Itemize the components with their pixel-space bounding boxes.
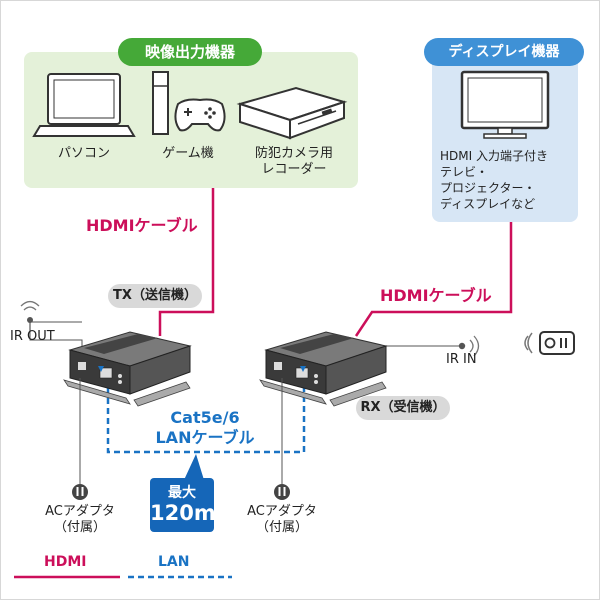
rx-label: RX（受信機） bbox=[356, 396, 450, 420]
rx-device bbox=[259, 331, 388, 407]
ac-adapter-left-line1: ACアダプタ bbox=[45, 504, 115, 519]
lan-cable-label-line2: LANケーブル bbox=[155, 428, 255, 447]
hdmi-cable-source-to-tx bbox=[158, 188, 215, 336]
legend-hdmi-label: HDMI bbox=[44, 554, 87, 570]
tx-device bbox=[63, 331, 192, 407]
ir-out-label: IR OUT bbox=[10, 329, 55, 344]
lan-cable bbox=[106, 378, 306, 454]
ac-adapter-left-line2: （付属） bbox=[53, 520, 106, 535]
hdmi-cable-label-right: HDMIケーブル bbox=[380, 286, 492, 305]
recorder-label-line1: 防犯カメラ用 bbox=[254, 146, 333, 161]
game-console-label: ゲーム機 bbox=[162, 146, 214, 161]
distance-callout bbox=[150, 454, 214, 532]
remote-control-icon bbox=[524, 331, 575, 355]
recorder-icon bbox=[236, 86, 348, 140]
display-devices-line3: プロジェクター・ bbox=[440, 181, 536, 195]
recorder-label-line2: レコーダー bbox=[261, 162, 327, 177]
legend-lan-label: LAN bbox=[158, 554, 190, 570]
ac-adapter-right-line2: （付属） bbox=[255, 520, 308, 535]
display-devices-title: ディスプレイ機器 bbox=[424, 38, 584, 66]
laptop-icon bbox=[32, 73, 136, 137]
game-console-icon bbox=[152, 71, 226, 135]
ac-adapter-plug-left-icon bbox=[72, 484, 88, 500]
display-devices-line1: HDMI 入力端子付き bbox=[440, 149, 548, 163]
ac-adapter-plug-right-icon bbox=[274, 484, 290, 500]
display-devices-line2: テレビ・ bbox=[440, 165, 489, 179]
display-devices-line4: ディスプレイなど bbox=[440, 197, 536, 211]
distance-label-top: 最大 bbox=[168, 485, 196, 501]
distance-label-bottom: 120m bbox=[150, 501, 216, 525]
ac-adapter-right-line1: ACアダプタ bbox=[247, 504, 317, 519]
source-devices-title: 映像出力機器 bbox=[118, 38, 262, 66]
ir-in-label: IR IN bbox=[446, 352, 477, 367]
tx-label: TX（送信機） bbox=[108, 284, 202, 308]
hdmi-cable-label-top: HDMIケーブル bbox=[86, 216, 198, 235]
monitor-icon bbox=[460, 70, 550, 139]
lan-cable-label-line1: Cat5e/6 bbox=[170, 408, 240, 427]
hdmi-cable-rx-to-display bbox=[354, 222, 513, 337]
laptop-label: パソコン bbox=[57, 146, 110, 161]
